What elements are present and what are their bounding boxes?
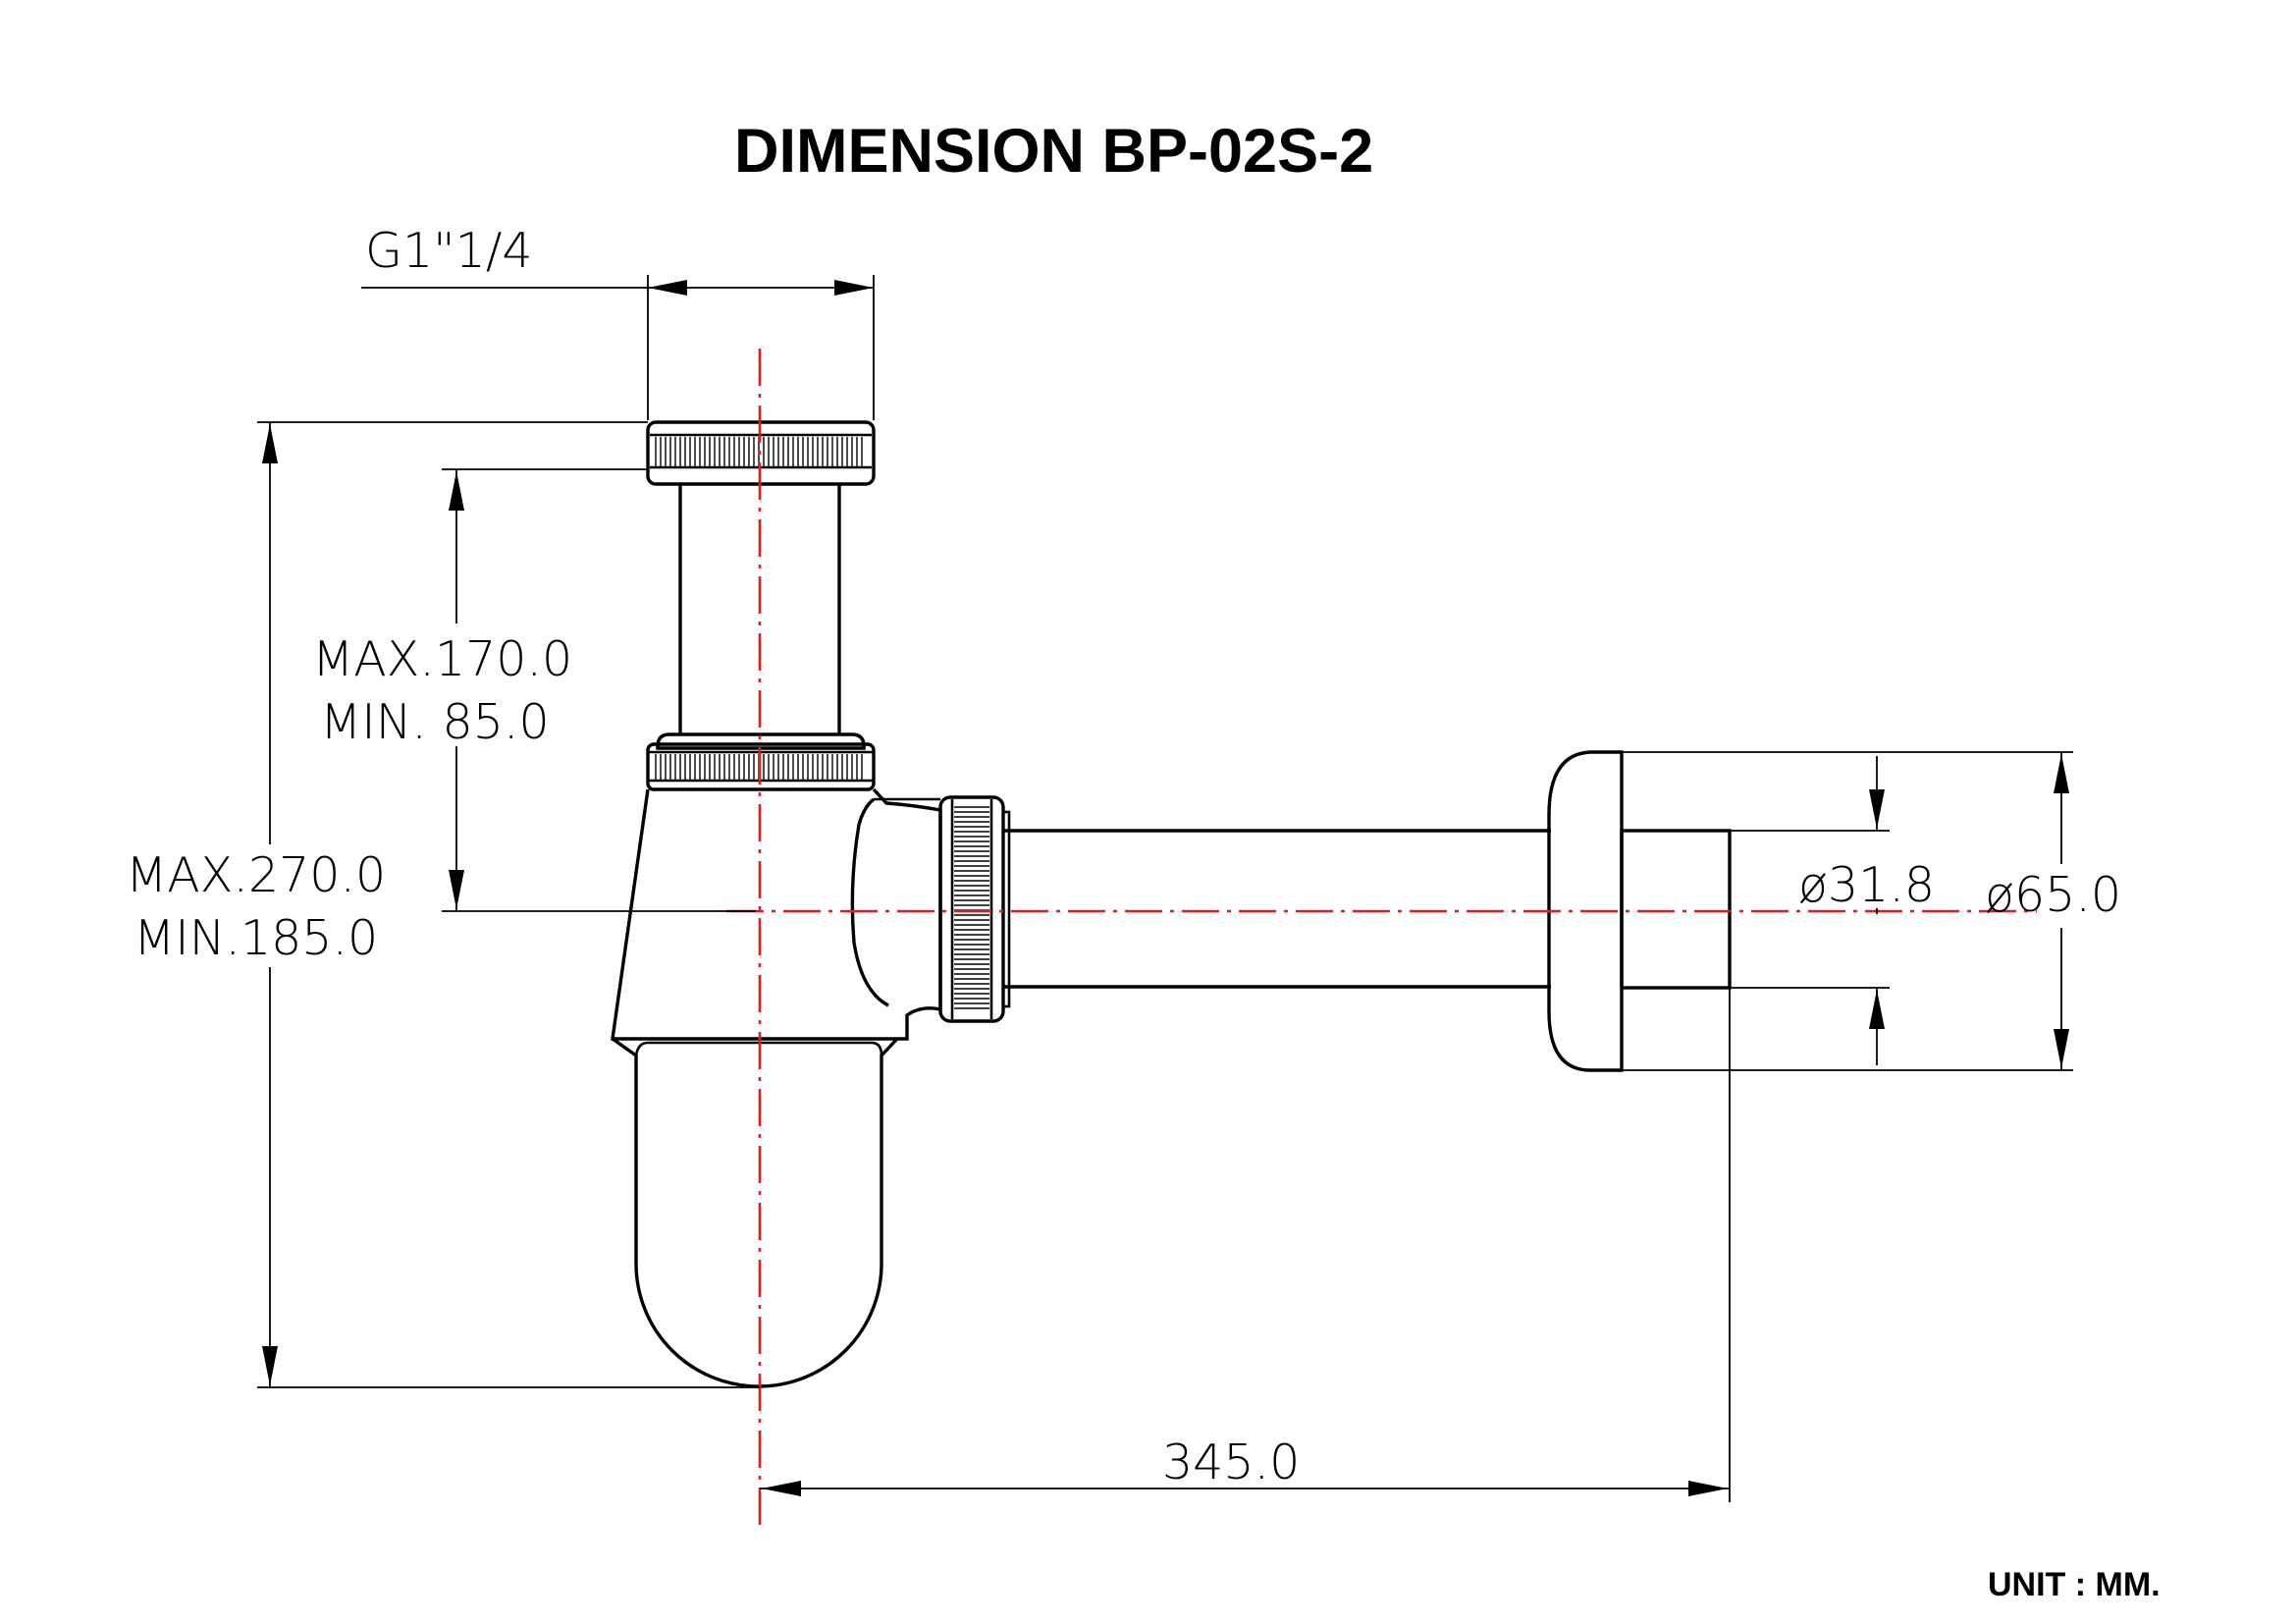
thread-dimension: G1"1/4	[361, 223, 875, 420]
trap-cup	[612, 1037, 899, 1388]
arrow-right	[1688, 1481, 1728, 1496]
side-nut-knurling	[954, 806, 989, 1009]
trap-body	[611, 787, 942, 1041]
horizontal-pipe	[1003, 750, 1732, 1072]
flange-diameter-label: ø65.0	[1985, 867, 2121, 923]
body-nut-knurling	[655, 754, 863, 780]
arrow-up	[262, 424, 278, 463]
tube-max-label: MAX.170.0	[312, 631, 572, 687]
unit-label: UNIT : MM.	[1988, 1566, 2161, 1603]
arrow-down	[2054, 1029, 2069, 1068]
outlet-stub	[1620, 829, 1732, 990]
outlet-diameter-label: ø31.8	[1798, 857, 1935, 913]
arrow-down	[449, 870, 464, 909]
thread-label: G1"1/4	[365, 223, 533, 279]
arrow-up	[2054, 754, 2069, 793]
arrow-up	[1869, 990, 1885, 1029]
height-min-label: MIN.185.0	[133, 910, 378, 966]
arrow-left	[762, 1481, 801, 1496]
inner-curve	[850, 797, 889, 1007]
arrow-up	[449, 471, 464, 511]
drawing-title: DIMENSION BP-02S-2	[734, 117, 1373, 186]
bottle-trap	[611, 420, 1011, 1388]
arrow-down	[262, 1346, 278, 1385]
outlet-diameter-dimension: ø31.8	[1730, 756, 1935, 1065]
body-nut	[646, 742, 876, 791]
flange-diameter-dimension: ø65.0	[1622, 751, 2121, 1071]
length-label: 345.0	[1162, 1435, 1300, 1490]
collar	[656, 732, 866, 750]
wall-flange	[1547, 750, 1624, 1072]
arrow-down	[1869, 789, 1885, 829]
tube-min-label: MIN. 85.0	[320, 694, 550, 750]
overall-height-dimension: MAX.270.0 MIN.185.0	[126, 421, 760, 1388]
tube-length-dimension: MAX.170.0 MIN. 85.0	[312, 468, 756, 912]
horizontal-length-dimension: 345.0	[760, 988, 1731, 1502]
arrow-left	[648, 280, 687, 296]
height-max-label: MAX.270.0	[126, 847, 386, 903]
arrow-right	[834, 280, 874, 296]
side-nut	[938, 795, 1005, 1023]
